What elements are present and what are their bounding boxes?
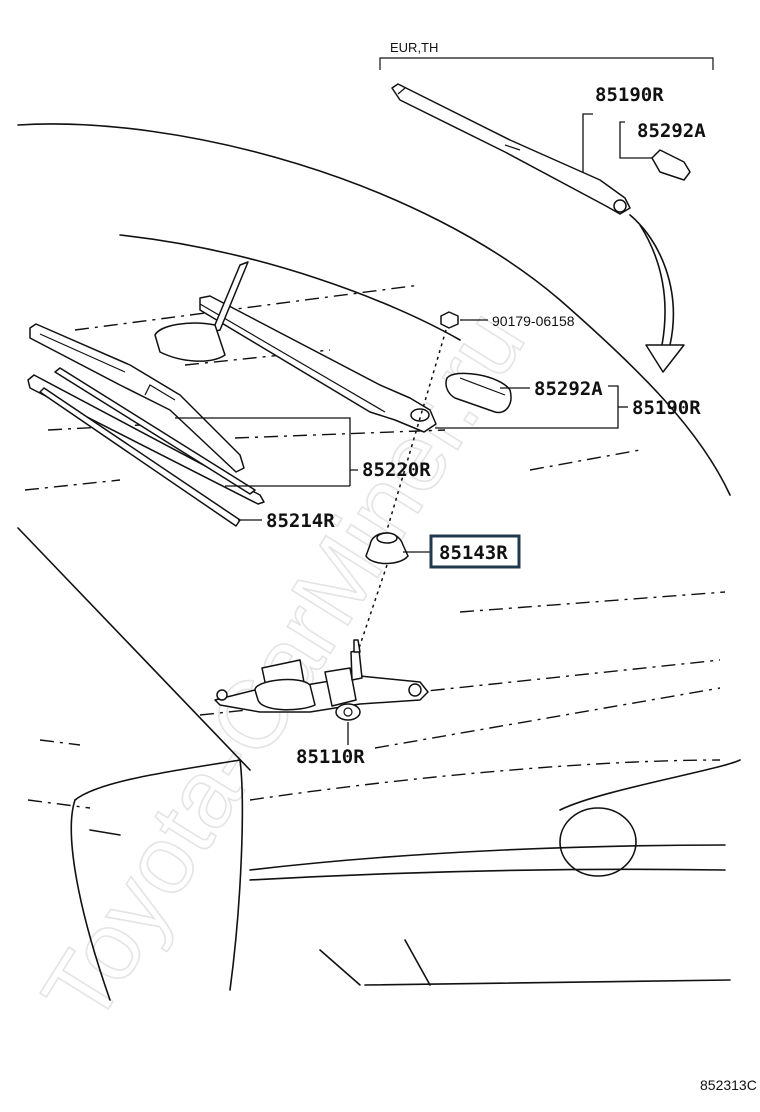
wiper-motor bbox=[214, 639, 429, 721]
label-rubber[interactable]: 85214R bbox=[266, 510, 335, 532]
label-arm[interactable]: 85190R bbox=[632, 397, 701, 419]
highlight-box bbox=[429, 534, 521, 569]
region-bracket: EUR,TH bbox=[379, 40, 714, 70]
label-arm-eur[interactable]: 85190R bbox=[595, 84, 664, 106]
grommet bbox=[365, 532, 409, 565]
glass-mount bbox=[154, 261, 249, 362]
direction-arrow bbox=[629, 214, 685, 373]
eur-arm-cap bbox=[651, 149, 691, 181]
leader-lines bbox=[175, 113, 652, 745]
head-cap bbox=[445, 372, 512, 414]
label-nut[interactable]: 90179-06158 bbox=[492, 313, 575, 329]
label-grommet[interactable]: 85143R bbox=[439, 542, 508, 564]
vehicle-body-outline bbox=[17, 123, 741, 1001]
wiper-arm bbox=[199, 295, 437, 433]
label-blade[interactable]: 85220R bbox=[362, 459, 431, 481]
diagram-code: 852313C bbox=[700, 1077, 757, 1093]
region-note: EUR,TH bbox=[390, 40, 438, 55]
nut bbox=[440, 311, 459, 329]
label-cap[interactable]: 85292A bbox=[534, 378, 603, 400]
wiper-blade bbox=[29, 323, 245, 473]
center-line bbox=[354, 329, 447, 661]
label-motor[interactable]: 85110R bbox=[296, 746, 365, 768]
eur-wiper-arm bbox=[391, 83, 631, 215]
label-cap-eur[interactable]: 85292A bbox=[637, 120, 706, 142]
